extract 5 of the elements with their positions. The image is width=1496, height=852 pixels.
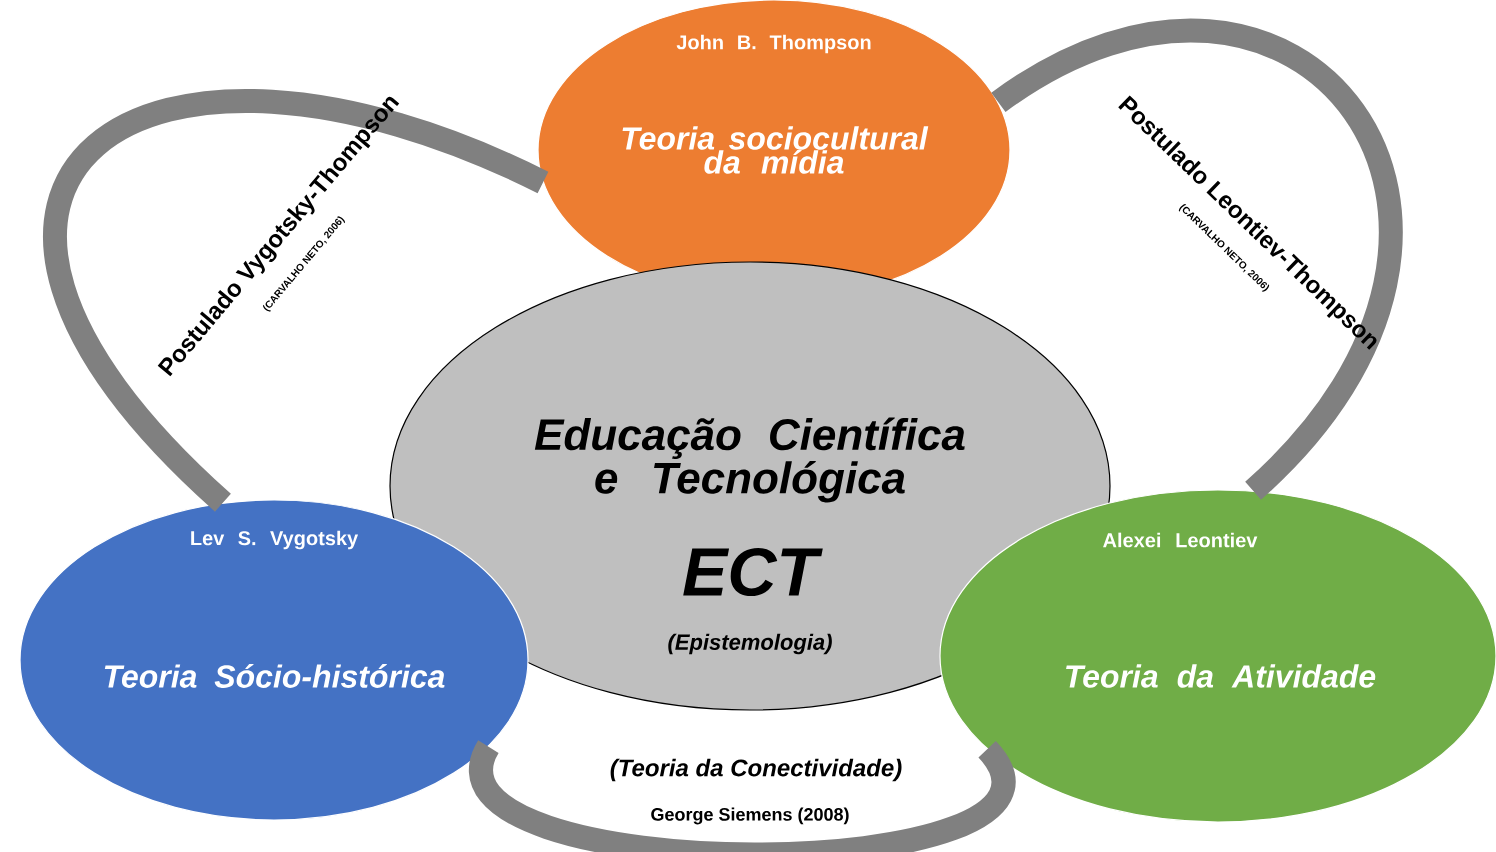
citation-text: George Siemens (2008) — [651, 807, 849, 825]
edge-label: (Teoria da Conectividade) — [607, 756, 905, 784]
band-connector — [43, 89, 548, 512]
band-connector — [470, 743, 1015, 852]
band-connector — [992, 19, 1403, 499]
